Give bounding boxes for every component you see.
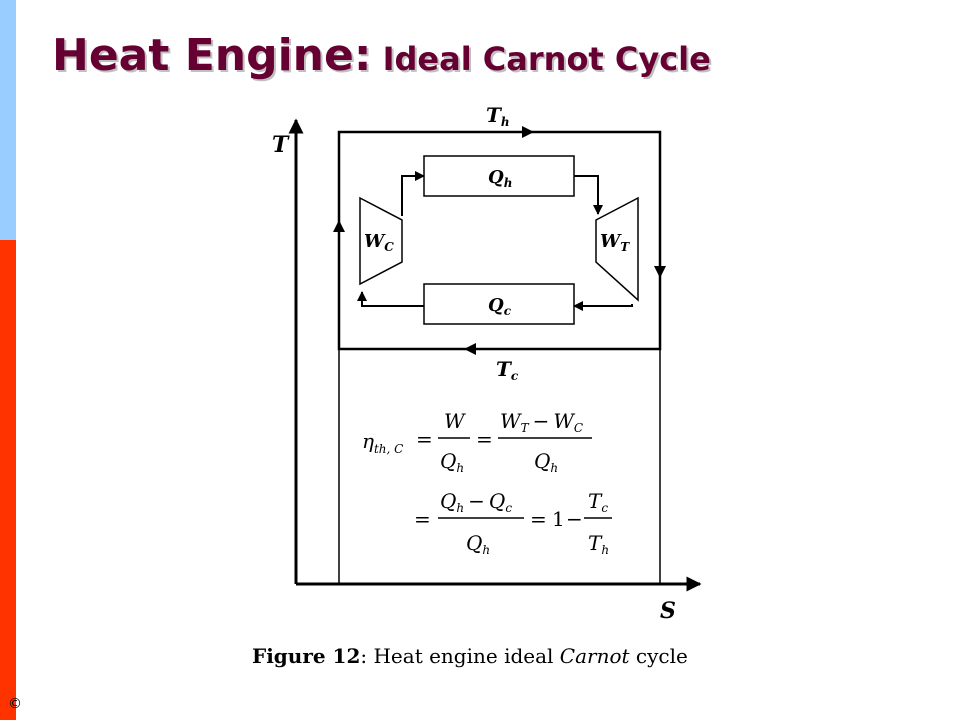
flow-hot-to-turbine: [574, 175, 603, 215]
w-turbine-label: WT: [600, 231, 630, 254]
slide-title: Heat Engine: Ideal Carnot Cycle: [52, 30, 711, 81]
right-edge-arrow-icon: [654, 266, 666, 278]
svg-text:Qh: Qh: [466, 531, 490, 557]
copyright-mark: ©: [8, 696, 22, 712]
svg-text:1: 1: [552, 507, 565, 531]
t-hot-label: Th: [486, 103, 510, 129]
svg-text:−: −: [566, 507, 583, 531]
svg-text:Th: Th: [588, 531, 609, 557]
side-accent-bar-top: [0, 0, 16, 240]
svg-text:Qh: Qh: [440, 449, 464, 475]
title-main: Heat Engine:: [52, 30, 372, 81]
turbine-shape: [595, 196, 639, 302]
left-edge-arrow-icon: [333, 220, 345, 232]
figure-caption: Figure 12: Heat engine ideal Carnot cycl…: [252, 644, 688, 668]
efficiency-equation-line-2: = Qh−Qc Qh = 1 − Tc Th: [414, 489, 612, 557]
x-axis-label: S: [660, 598, 676, 624]
svg-text:W: W: [444, 409, 466, 433]
svg-text:=: =: [414, 507, 431, 531]
svg-text:=: =: [530, 507, 547, 531]
caption-label: Figure 12: [252, 644, 361, 668]
t-cold-label: Tc: [496, 357, 519, 383]
w-compressor-label: WC: [364, 231, 394, 254]
svg-text:Qh−Qc: Qh−Qc: [440, 489, 512, 515]
svg-text:=: =: [416, 427, 433, 451]
side-accent-bar-bottom: [0, 240, 16, 720]
svg-text:WT−WC: WT−WC: [500, 409, 583, 435]
caption-italic: Carnot: [559, 644, 630, 668]
y-axis-label: T: [272, 132, 290, 158]
q-cold-box: [423, 283, 575, 325]
caption-text-1: : Heat engine ideal: [360, 644, 560, 668]
title-sub: Ideal Carnot Cycle: [382, 40, 711, 78]
top-edge-arrow-icon: [522, 126, 534, 138]
compressor-shape: [359, 196, 403, 286]
flow-cold-to-compressor: [357, 291, 424, 307]
equation-box: [338, 348, 661, 585]
svg-text:ηth, C: ηth, C: [362, 429, 403, 456]
flow-turbine-to-cold: [573, 301, 633, 311]
efficiency-equation-line-1: ηth, C = W Qh = WT−WC Qh: [362, 409, 592, 475]
caption-text-2: cycle: [629, 644, 688, 668]
svg-text:=: =: [476, 427, 493, 451]
svg-text:Tc: Tc: [588, 489, 608, 515]
svg-text:Qh: Qh: [534, 449, 558, 475]
flow-compressor-to-hot: [401, 171, 425, 216]
q-cold-label: Qc: [488, 295, 512, 318]
q-hot-label: Qh: [488, 167, 512, 190]
bottom-edge-arrow-icon: [464, 343, 476, 355]
